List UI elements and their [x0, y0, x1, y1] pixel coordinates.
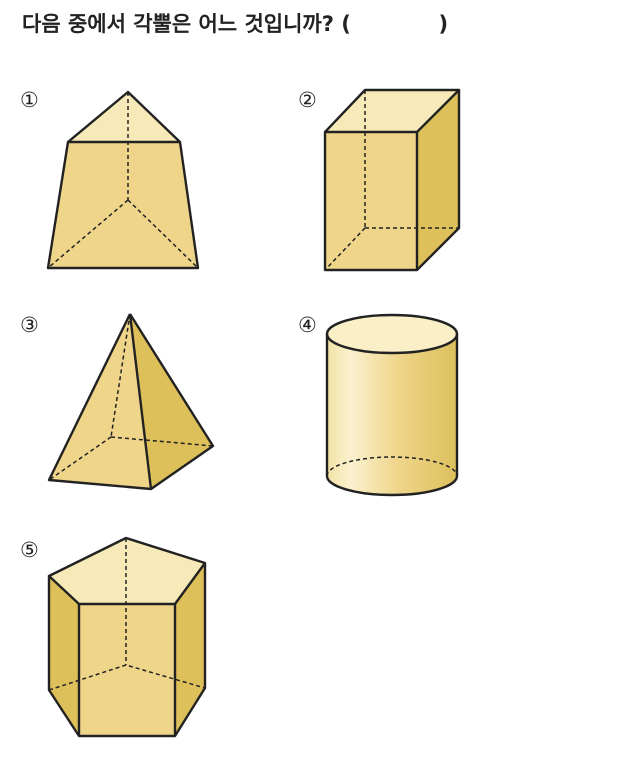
option-4-number: ④ — [298, 313, 317, 337]
option-5-number: ⑤ — [20, 538, 39, 562]
option-2-number: ② — [298, 88, 317, 112]
option-1-number: ① — [20, 88, 39, 112]
question-text: 다음 중에서 각뿔은 어느 것입니까? ( ) — [22, 12, 449, 36]
option-3-number: ③ — [20, 313, 39, 337]
